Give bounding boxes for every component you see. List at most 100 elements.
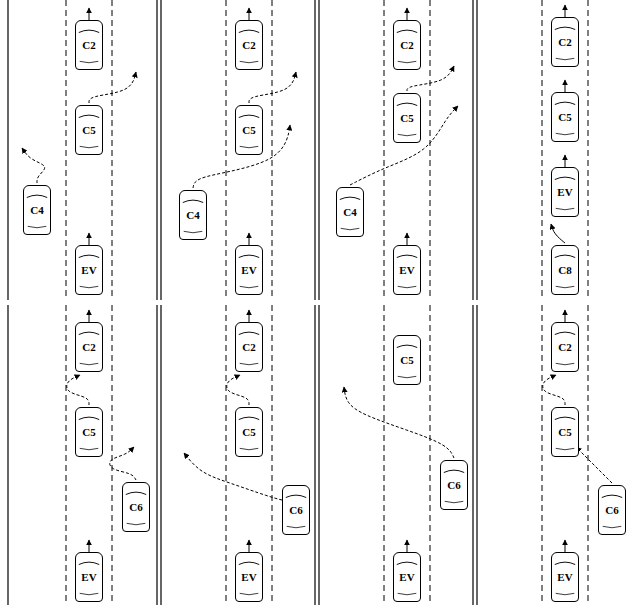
lane-divider [272, 0, 273, 300]
lane-divider [112, 305, 113, 605]
road-edge [472, 0, 473, 300]
vehicle-box: C2 [551, 322, 579, 372]
vehicle-label: EV [556, 187, 573, 198]
vehicle-box: C5 [75, 407, 103, 457]
lane-divider [542, 0, 543, 300]
heading-arrow [89, 8, 90, 20]
road-edge [318, 305, 319, 605]
vehicle-box: C4 [179, 190, 207, 240]
vehicle-box: C5 [235, 407, 263, 457]
heading-arrow [565, 155, 566, 167]
heading-arrow [249, 310, 250, 322]
lane-divider [542, 305, 543, 605]
trajectory [249, 72, 296, 103]
vehicle-label: EV [398, 572, 415, 583]
vehicle-label: C2 [81, 342, 96, 353]
vehicle-box: C5 [551, 92, 579, 142]
road-edge [156, 305, 157, 605]
vehicle-box: C2 [551, 17, 579, 67]
vehicle-label: C2 [241, 40, 256, 51]
road-edge [160, 0, 161, 300]
vehicle-label: EV [398, 265, 415, 276]
vehicle-box: EV [393, 552, 421, 602]
vehicle-box: EV [75, 552, 103, 602]
lane-divider [430, 0, 431, 300]
vehicle-label: EV [80, 572, 97, 583]
vehicle-box: C8 [551, 245, 579, 295]
trajectory [227, 375, 249, 405]
vehicle-box: C6 [440, 460, 468, 510]
lane-divider [384, 305, 385, 605]
vehicle-box: C5 [235, 105, 263, 155]
vehicle-box: EV [75, 245, 103, 295]
vehicle-label: EV [240, 265, 257, 276]
vehicle-label: C5 [241, 427, 256, 438]
vehicle-box: EV [393, 245, 421, 295]
heading-arrow [565, 540, 566, 552]
vehicle-box: C6 [122, 482, 150, 532]
trajectory [22, 148, 45, 183]
vehicle-label: C6 [288, 505, 303, 516]
heading-arrow [565, 80, 566, 92]
heading-arrow [551, 224, 565, 243]
trajectory [350, 106, 458, 185]
vehicle-box: EV [235, 552, 263, 602]
vehicle-label: C5 [241, 125, 256, 136]
lane-divider [112, 0, 113, 300]
lane-divider [430, 305, 431, 605]
road-edge [156, 0, 157, 300]
vehicle-box: C2 [235, 20, 263, 70]
heading-arrow [89, 540, 90, 552]
vehicle-box: C6 [282, 485, 310, 535]
vehicle-label: C2 [557, 342, 572, 353]
trajectory [67, 375, 89, 405]
vehicle-box: C5 [393, 335, 421, 385]
vehicle-box: C5 [75, 105, 103, 155]
trajectory [543, 375, 565, 405]
heading-arrow [565, 310, 566, 322]
vehicle-label: EV [556, 572, 573, 583]
heading-arrow [407, 540, 408, 552]
heading-arrow [89, 310, 90, 322]
vehicle-label: C6 [604, 505, 619, 516]
vehicle-box: C5 [551, 407, 579, 457]
vehicle-label: C6 [128, 502, 143, 513]
lane-divider [226, 305, 227, 605]
vehicle-box: C4 [336, 187, 364, 237]
vehicle-label: C5 [399, 355, 414, 366]
trajectory [344, 387, 454, 458]
road-edge [7, 0, 8, 300]
road-edge [314, 305, 315, 605]
road-edge [314, 0, 315, 300]
heading-arrow [249, 8, 250, 20]
vehicle-label: C5 [399, 113, 414, 124]
vehicle-label: C5 [81, 125, 96, 136]
vehicle-box: C2 [75, 20, 103, 70]
vehicle-box: EV [235, 245, 263, 295]
lane-divider [272, 305, 273, 605]
vehicle-box: EV [551, 552, 579, 602]
trajectory [89, 72, 136, 103]
lane-divider [66, 305, 67, 605]
heading-arrow [89, 233, 90, 245]
road-edge [7, 305, 8, 605]
heading-arrow [249, 540, 250, 552]
vehicle-box: C6 [598, 485, 626, 535]
vehicle-label: EV [80, 265, 97, 276]
vehicle-box: C2 [235, 322, 263, 372]
vehicle-box: EV [551, 167, 579, 217]
vehicle-label: C4 [29, 205, 44, 216]
vehicle-label: C2 [557, 37, 572, 48]
vehicle-label: C8 [557, 265, 572, 276]
heading-arrow [407, 8, 408, 20]
vehicle-label: C4 [342, 207, 357, 218]
vehicle-label: C5 [557, 427, 572, 438]
vehicle-label: EV [240, 572, 257, 583]
road-edge [476, 0, 477, 300]
trajectories [22, 5, 612, 552]
road-edge [472, 305, 473, 605]
vehicle-label: C2 [399, 40, 414, 51]
lane-divider [66, 0, 67, 300]
